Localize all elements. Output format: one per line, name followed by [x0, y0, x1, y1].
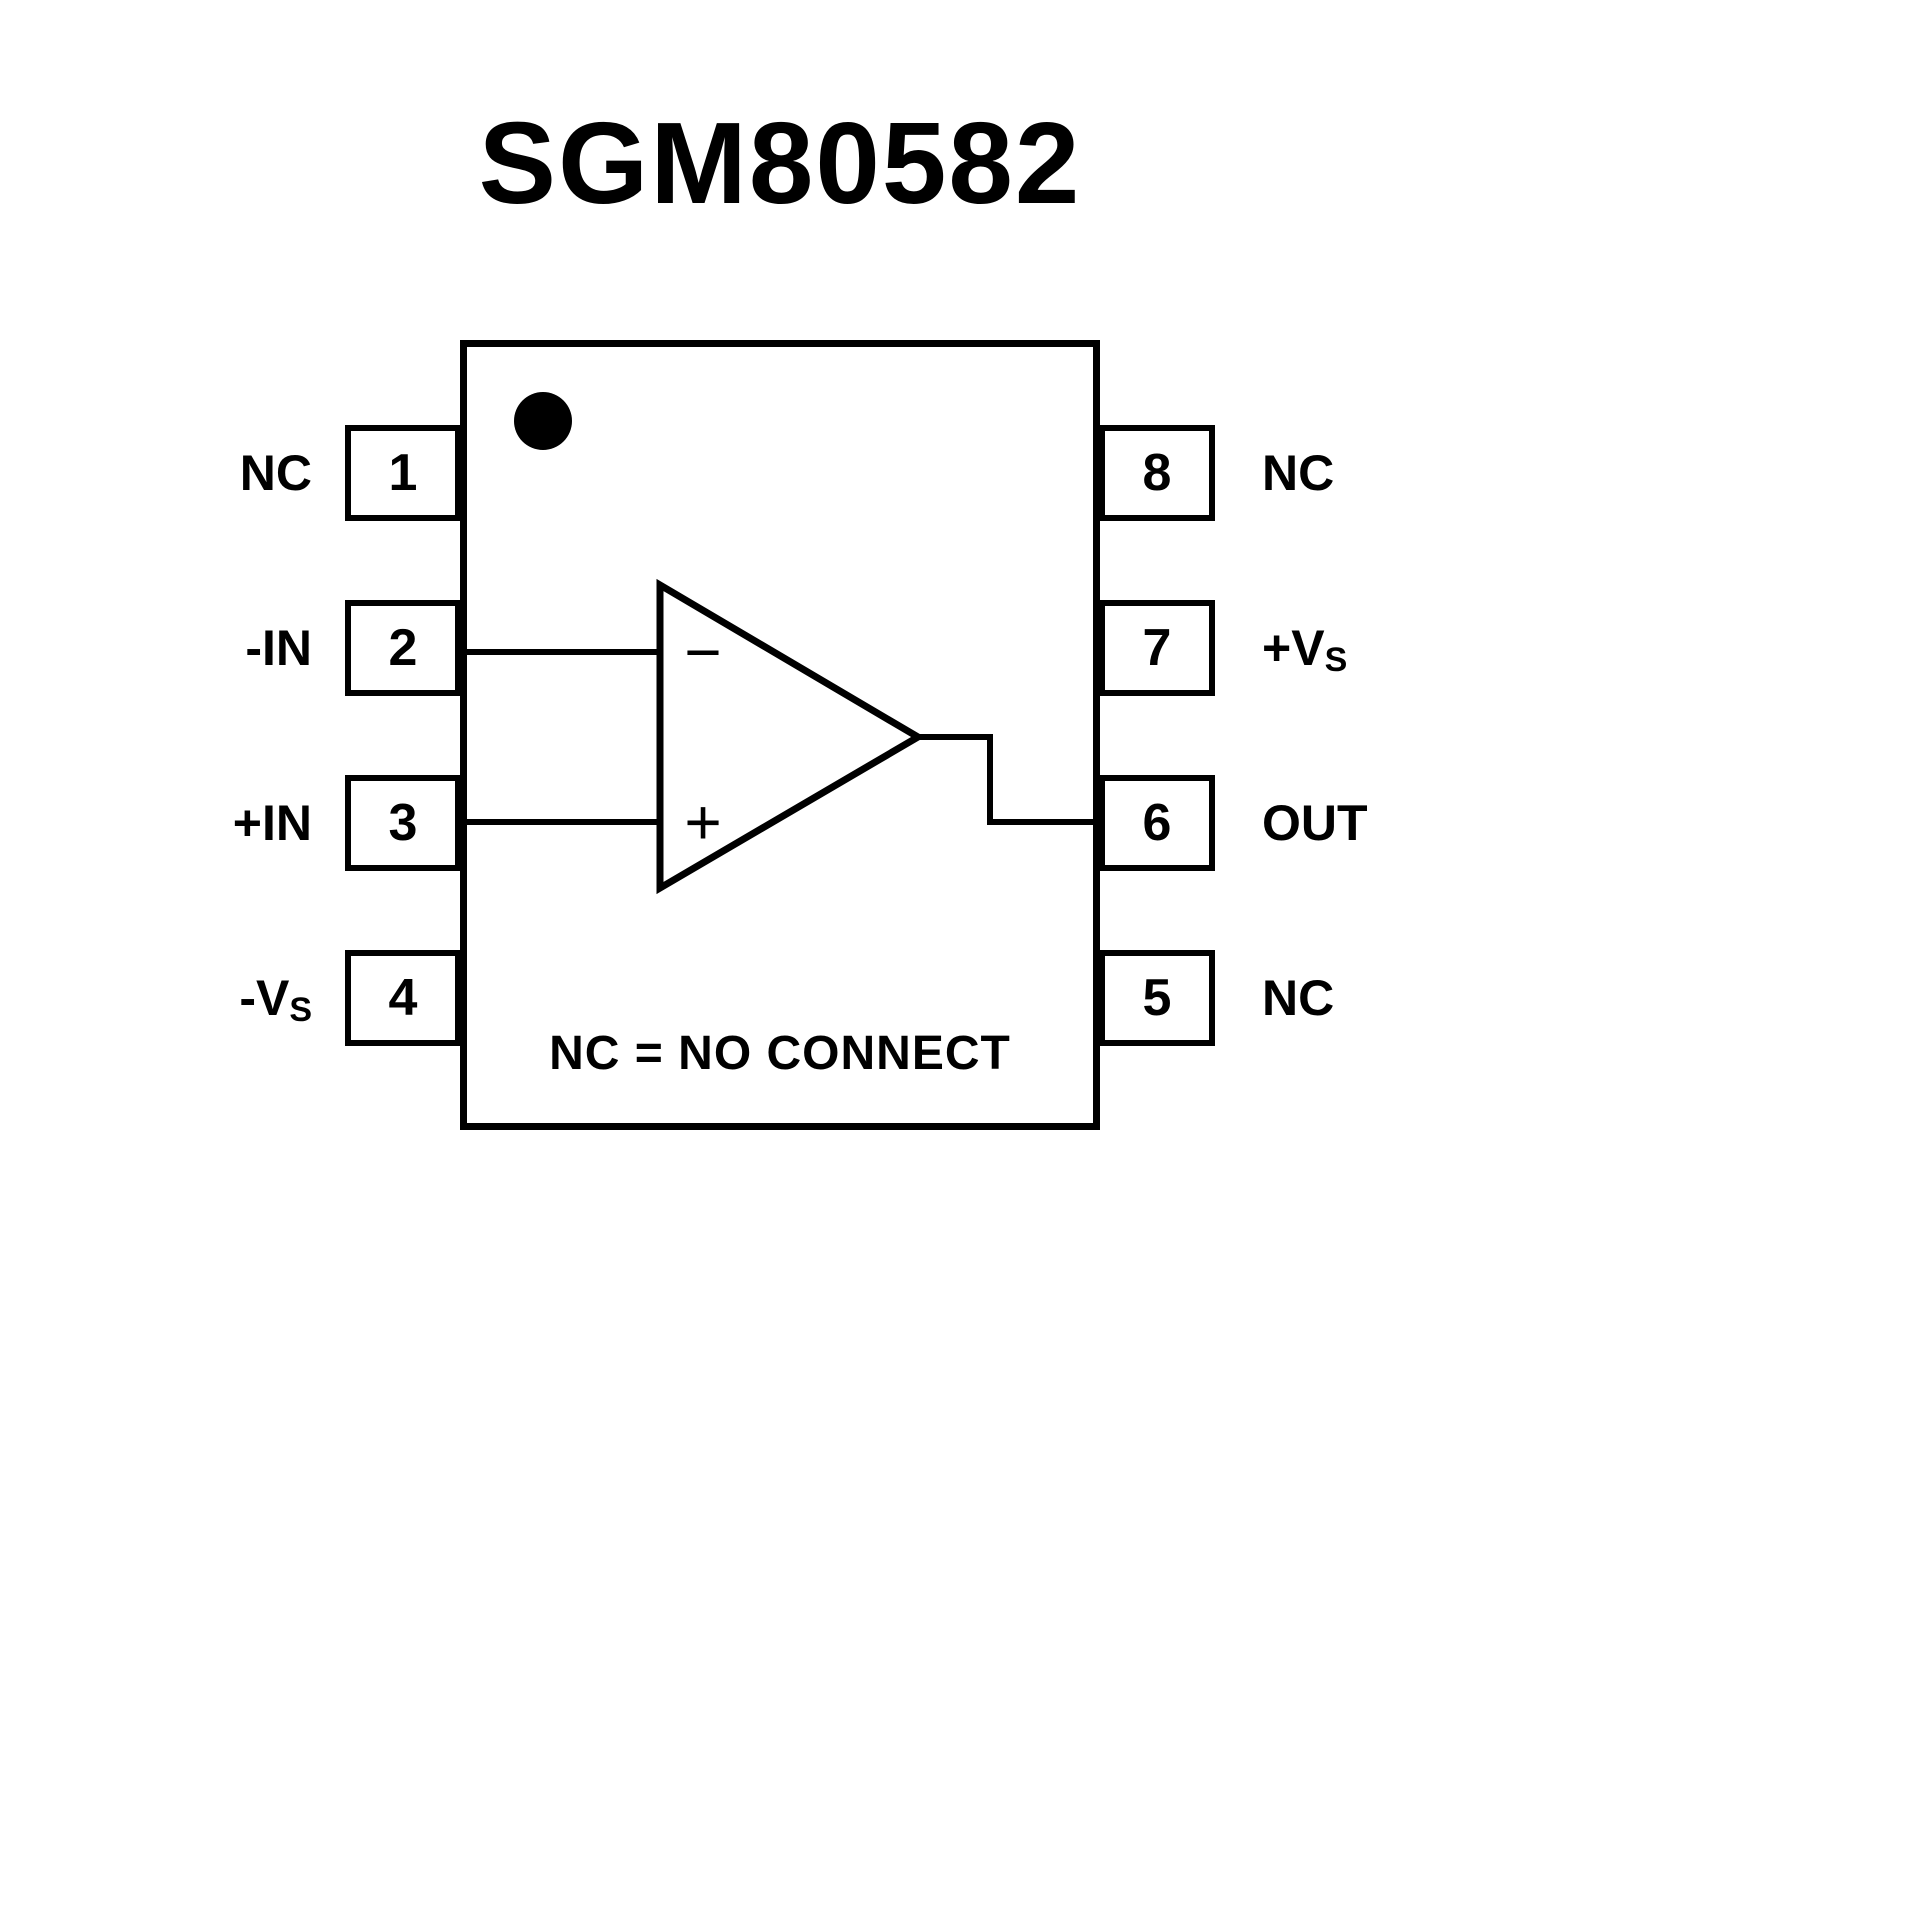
pin-label-text: +V [1262, 620, 1325, 676]
pin-label-text: +IN [232, 795, 312, 851]
pin-label-nc-5: NC [1262, 950, 1582, 1046]
pin-label-text: -IN [245, 620, 312, 676]
pin-label-text: -V [239, 970, 290, 1026]
pin-label-text: NC [239, 445, 312, 501]
pin-label-nc-1: NC [30, 425, 312, 521]
pin-label-out: OUT [1262, 775, 1582, 871]
pin-label-text: OUT [1262, 795, 1368, 851]
pin-box-3: 3 [345, 775, 461, 871]
pin-number: 6 [1142, 794, 1172, 852]
pin-label-subscript: S [289, 990, 312, 1029]
pin-number: 1 [388, 444, 418, 502]
pin-number: 4 [388, 969, 418, 1027]
pin-box-5: 5 [1099, 950, 1215, 1046]
pin-box-6: 6 [1099, 775, 1215, 871]
pin-label-text: NC [1262, 970, 1335, 1026]
pin-box-4: 4 [345, 950, 461, 1046]
opamp-symbol-graphic: − + [460, 578, 1100, 895]
page-title: SGM80582 [478, 98, 1082, 228]
pin-label-neg-in: -IN [30, 600, 312, 696]
output-wire [915, 734, 1100, 825]
pin-box-8: 8 [1099, 425, 1215, 521]
pin-box-7: 7 [1099, 600, 1215, 696]
pin-label-text: NC [1262, 445, 1335, 501]
pin-box-1: 1 [345, 425, 461, 521]
nc-note: NC = NO CONNECT [549, 1027, 1011, 1080]
pin-number: 2 [388, 619, 418, 677]
noninverting-input-plus-icon: + [684, 786, 721, 858]
pin1-indicator-dot [514, 392, 572, 450]
opamp-triangle [656, 578, 925, 895]
pin-label-nc-8: NC [1262, 425, 1582, 521]
pin-number: 8 [1142, 444, 1172, 502]
inverting-input-minus-icon: − [684, 616, 721, 688]
pin-box-2: 2 [345, 600, 461, 696]
pin-number: 3 [388, 794, 418, 852]
pin-label-subscript: S [1324, 640, 1348, 679]
pin-number: 5 [1142, 969, 1172, 1027]
pin-number: 7 [1142, 619, 1172, 677]
pin-label-pos-in: +IN [30, 775, 312, 871]
